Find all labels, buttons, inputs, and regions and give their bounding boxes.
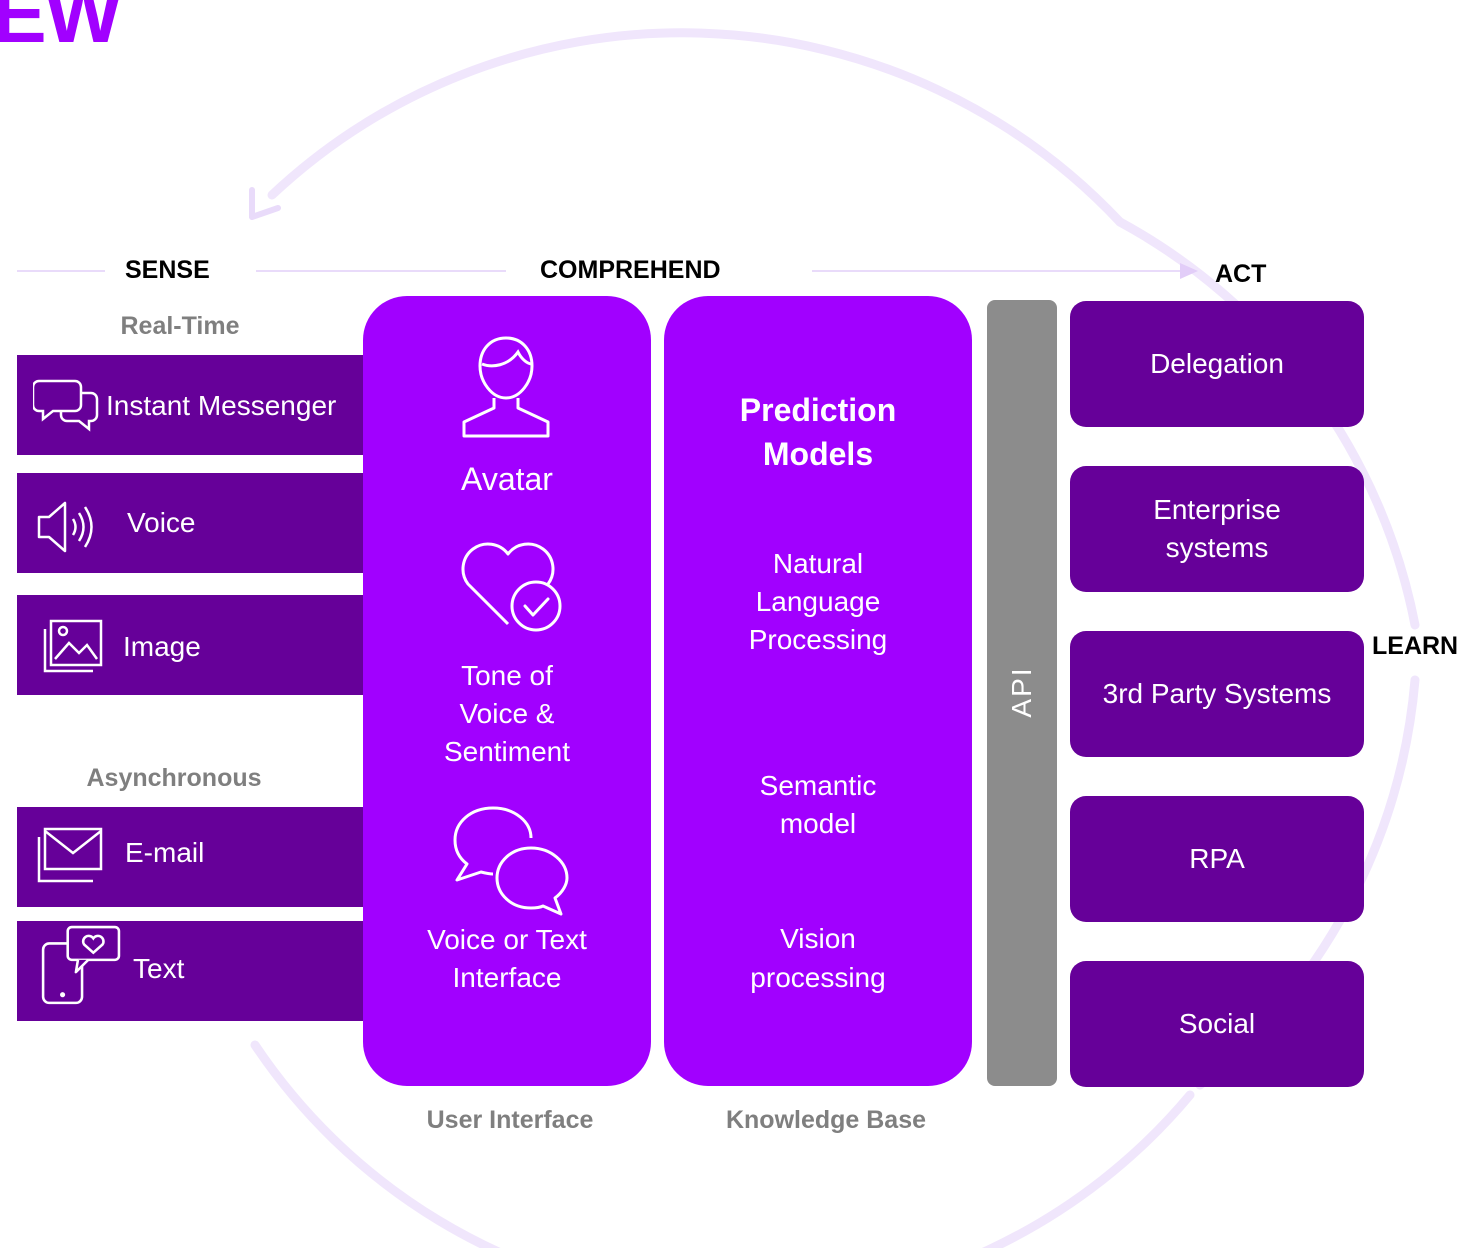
page-title: EW bbox=[0, 0, 122, 60]
act-item-delegation: Delegation bbox=[1070, 301, 1364, 427]
group-asynchronous: Asynchronous bbox=[86, 764, 262, 792]
sense-item-label: E-mail bbox=[125, 837, 205, 868]
stage-sense: SENSE bbox=[125, 256, 210, 284]
act-item-label: Delegation bbox=[1150, 348, 1284, 379]
sense-item-label: Instant Messenger bbox=[106, 390, 337, 421]
chat-bubbles-icon bbox=[33, 379, 99, 432]
sense-item-voice: Voice bbox=[17, 473, 415, 573]
phone-message-icon bbox=[41, 925, 121, 1005]
api-bar: API bbox=[987, 300, 1057, 1086]
sense-item-text: Text bbox=[17, 921, 415, 1021]
sense-item-label: Voice bbox=[127, 507, 196, 538]
speech-bubbles-icon bbox=[453, 806, 569, 916]
semantic-label-1: Semantic bbox=[759, 770, 877, 801]
sense-item-instant-messenger: Instant Messenger bbox=[17, 355, 415, 455]
interface-label-2: Interface bbox=[452, 962, 562, 993]
user-interface-caption: User Interface bbox=[426, 1106, 594, 1134]
sense-line-right bbox=[256, 270, 506, 272]
sense-line-left bbox=[17, 270, 105, 272]
prediction-heading-1: Prediction bbox=[739, 392, 897, 428]
act-item-enterprise-systems: Enterprise systems bbox=[1070, 466, 1364, 592]
vision-label-1: Vision bbox=[780, 923, 856, 954]
interface-label-1: Voice or Text bbox=[427, 924, 587, 955]
act-item-social: Social bbox=[1070, 961, 1364, 1087]
stage-comprehend: COMPREHEND bbox=[540, 256, 721, 284]
act-arrow-head bbox=[1180, 263, 1198, 279]
act-arrow-line bbox=[812, 270, 1184, 272]
user-interface-column: Avatar Tone of Voice & Sentiment Voice o… bbox=[363, 296, 651, 1086]
stage-learn: LEARN bbox=[1372, 632, 1459, 660]
act-item-label-2: systems bbox=[1165, 532, 1269, 563]
semantic-label-2: model bbox=[779, 808, 857, 839]
heart-check-icon bbox=[461, 542, 562, 632]
image-icon bbox=[43, 619, 103, 673]
tone-label-2: Voice & bbox=[459, 698, 555, 729]
act-item-label: RPA bbox=[1189, 843, 1245, 874]
act-item-label: Social bbox=[1178, 1008, 1256, 1039]
avatar-icon bbox=[462, 336, 550, 438]
avatar-label: Avatar bbox=[461, 461, 553, 497]
sense-item-label: Image bbox=[123, 631, 201, 662]
tone-label-3: Sentiment bbox=[443, 736, 571, 767]
tone-label-1: Tone of bbox=[461, 660, 553, 691]
knowledge-base-column: Prediction Models Natural Language Proce… bbox=[664, 296, 972, 1086]
sense-item-label: Text bbox=[133, 953, 185, 984]
prediction-heading-2: Models bbox=[762, 436, 874, 472]
stage-act: ACT bbox=[1215, 260, 1267, 288]
nlp-label-1: Natural bbox=[772, 548, 864, 579]
nlp-label-2: Language bbox=[755, 586, 881, 617]
knowledge-base-caption: Knowledge Base bbox=[725, 1106, 927, 1134]
act-item-label: 3rd Party Systems bbox=[1102, 678, 1332, 709]
sense-item-email: E-mail bbox=[17, 807, 415, 907]
speaker-icon bbox=[37, 501, 93, 553]
nlp-label-3: Processing bbox=[748, 624, 888, 655]
group-realtime: Real-Time bbox=[120, 312, 240, 340]
vision-label-2: processing bbox=[750, 962, 886, 993]
act-item-rpa: RPA bbox=[1070, 796, 1364, 922]
api-label: API bbox=[1006, 666, 1037, 718]
act-item-label: Enterprise bbox=[1153, 494, 1281, 525]
sense-item-image: Image bbox=[17, 595, 415, 695]
act-item-3rd-party-systems: 3rd Party Systems bbox=[1070, 631, 1364, 757]
envelope-icon bbox=[37, 827, 103, 883]
